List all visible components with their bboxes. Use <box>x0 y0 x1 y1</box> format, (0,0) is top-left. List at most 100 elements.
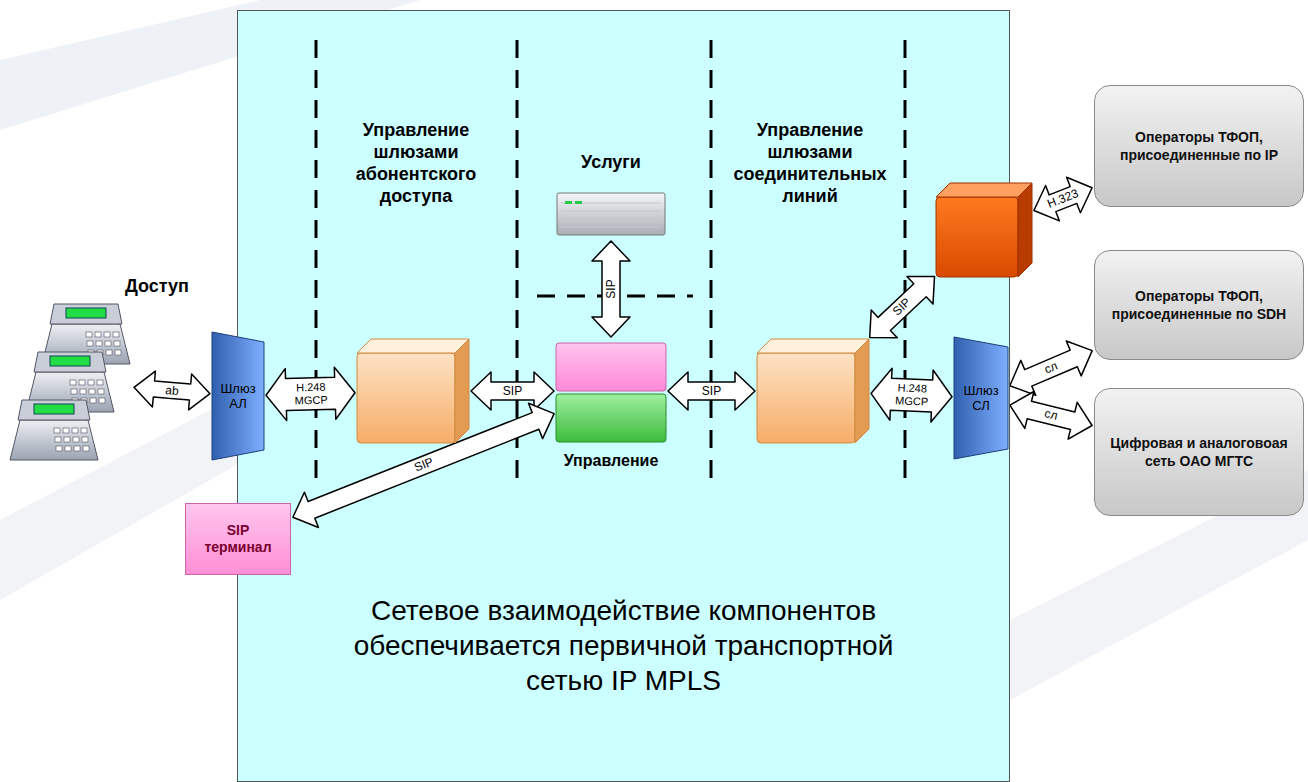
operator-box: Операторы ТФОП, присоединенные по IP <box>1094 85 1304 207</box>
phone-key <box>113 332 119 337</box>
control-top <box>556 343 666 391</box>
box-front <box>357 353 455 443</box>
gateway-body <box>954 337 1008 459</box>
softswitch-box <box>757 339 869 443</box>
phone-display <box>50 356 90 366</box>
double-arrow <box>1010 341 1092 395</box>
zone-dividers <box>316 40 905 490</box>
phone-key <box>114 341 120 346</box>
double-arrow <box>134 371 210 410</box>
h323-gateway-box <box>936 183 1032 277</box>
sip-terminal: SIP терминал <box>185 503 291 575</box>
gateway-label: Шлюз АЛ <box>216 381 260 411</box>
phone-key <box>72 428 78 433</box>
services-heading: Услуги <box>549 149 673 173</box>
phone-key <box>99 398 105 403</box>
control-bottom <box>556 394 666 442</box>
dashed-divider <box>904 40 907 490</box>
phone-key <box>71 389 77 394</box>
gateway-body <box>212 332 264 460</box>
server-body <box>557 193 665 235</box>
phone-key <box>63 428 69 433</box>
phone-illustration <box>8 294 132 470</box>
box-side <box>1018 183 1032 277</box>
zone-heading: Управление шлюзами соединительных линий <box>720 119 900 207</box>
control-box: Управление <box>556 339 666 476</box>
gateway-trapezoid: Шлюз СЛ <box>954 337 1008 459</box>
edge-label: ab <box>163 383 181 397</box>
dashed-divider <box>315 40 318 490</box>
phone-key <box>98 389 104 394</box>
server-illustration <box>557 193 665 235</box>
terminal-label: SIP терминал <box>203 522 273 556</box>
double-arrow <box>471 372 554 410</box>
phone-key <box>97 380 103 385</box>
server-ridge <box>561 211 661 212</box>
server-led <box>575 201 582 204</box>
server-ridge <box>561 219 661 220</box>
phone-key <box>106 350 112 355</box>
network-caption: Сетевое взаимодействие компонентов обесп… <box>334 593 914 698</box>
box-top <box>936 183 1032 197</box>
phone-key <box>87 341 93 346</box>
double-arrow <box>871 368 952 422</box>
phone-key <box>83 446 89 451</box>
softswitch-shape <box>357 339 469 443</box>
softswitch-box <box>357 339 469 443</box>
server-ridge <box>561 227 661 228</box>
phone-key <box>82 437 88 442</box>
phone-key <box>74 446 80 451</box>
phone-handset <box>34 352 106 372</box>
box-top <box>357 339 469 353</box>
operator-box: Операторы ТФОП, присоединенные по SDH <box>1094 250 1304 360</box>
phone-key <box>96 341 102 346</box>
box-side <box>455 339 469 443</box>
phone-key <box>56 446 62 451</box>
control-label: Управление <box>556 451 666 471</box>
double-arrow <box>592 241 630 337</box>
operator-box: Цифровая и аналоговоая сеть ОАО МГТС <box>1094 388 1304 516</box>
gateway-label: Шлюз СЛ <box>959 383 1003 413</box>
phone-key <box>104 332 110 337</box>
phone-body <box>10 420 98 460</box>
edge-label: H.248 MGCP <box>291 380 330 407</box>
phone-key <box>70 380 76 385</box>
phone-display <box>34 404 74 414</box>
edge-label: SIP <box>700 385 723 398</box>
phone-key <box>65 446 71 451</box>
double-arrow <box>266 367 355 420</box>
double-arrow <box>668 372 755 410</box>
box-top <box>757 339 869 353</box>
operator-label: Операторы ТФОП, присоединенные по IP <box>1105 128 1293 164</box>
operator-label: Цифровая и аналоговоая сеть ОАО МГТС <box>1105 434 1293 470</box>
phone-key <box>86 332 92 337</box>
double-arrow <box>1010 392 1092 440</box>
phone-key <box>79 380 85 385</box>
phone-handset <box>18 400 90 420</box>
phone-key <box>90 398 96 403</box>
phone-key <box>73 437 79 442</box>
phone-key <box>105 341 111 346</box>
dashed-divider <box>710 40 713 490</box>
box-front <box>936 197 1018 277</box>
gateway-trapezoid: Шлюз АЛ <box>212 332 264 460</box>
edge-label: SIP <box>501 385 524 398</box>
services-server: Услуги <box>549 149 673 239</box>
box-side <box>855 339 869 443</box>
double-arrow <box>870 276 935 337</box>
edge-label: SIP <box>605 277 618 300</box>
phone-key <box>55 437 61 442</box>
phone <box>10 400 98 460</box>
edge-label: H.248 MGCP <box>892 381 931 409</box>
access-phones: Доступ <box>8 272 132 470</box>
softswitch-shape <box>757 339 869 443</box>
access-heading: Доступ <box>125 276 189 296</box>
network-panel-fill <box>238 11 1010 782</box>
phone-key <box>81 428 87 433</box>
phone-display <box>66 308 106 318</box>
phone-key <box>88 380 94 385</box>
control-shape <box>556 339 666 443</box>
zone-heading: Управление шлюзами абонентского доступа <box>331 119 501 207</box>
double-arrow <box>1034 177 1092 221</box>
phone-handset <box>50 304 122 324</box>
